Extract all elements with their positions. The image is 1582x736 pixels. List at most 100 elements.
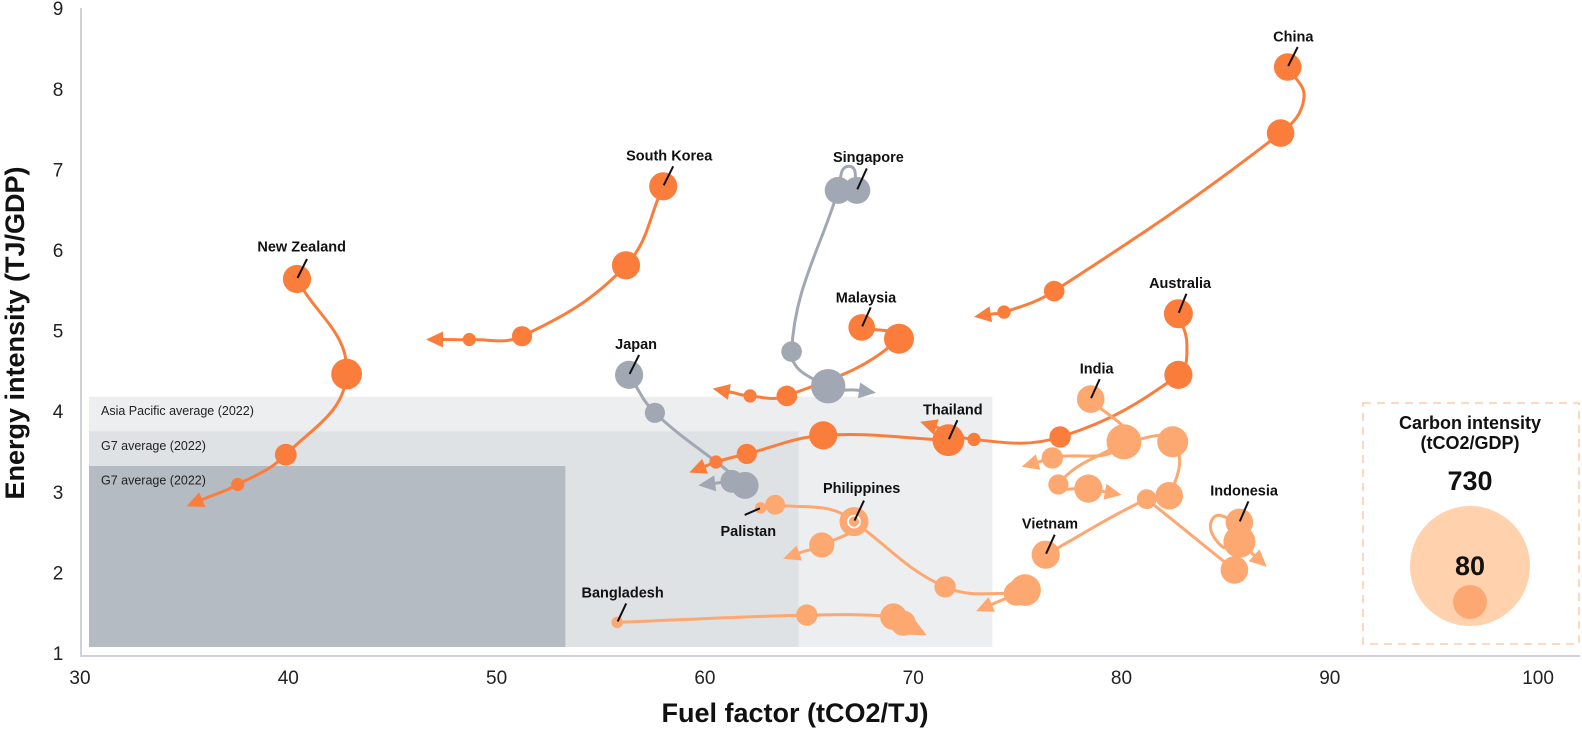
bubble-vietnam-0-2: [1155, 482, 1183, 510]
y-tick-label: 4: [53, 402, 64, 423]
bubble-philippines-0-2: [1003, 581, 1029, 606]
bubble-vietnam-0-1: [1136, 489, 1157, 509]
reference-region-label: G7 average (2022): [101, 439, 206, 453]
leader-line-china: [1287, 46, 1299, 67]
bubble-australia-0-3: [1049, 426, 1071, 448]
bubble-new-zealand-0-2: [274, 443, 297, 466]
leader-line-singapore: [856, 167, 868, 190]
bubble-indonesia-1-0: [1220, 556, 1249, 584]
x-tick-label: 90: [1319, 668, 1340, 689]
reference-region-labels: Asia Pacific average (2022) G7 average (2…: [101, 404, 254, 487]
legend-bubble-large: [1410, 506, 1530, 626]
bubble-china-0-0: [1273, 53, 1302, 81]
x-tick-label: 30: [69, 668, 90, 689]
bubble-indonesia-0-3: [1223, 525, 1256, 558]
country-label-south-korea: South Korea: [626, 148, 713, 164]
bubble-new-zealand-0-1: [331, 358, 362, 390]
arrowhead-palistan: [783, 545, 802, 561]
country-label-china: China: [1273, 29, 1314, 45]
bubble-malaysia-0-2: [776, 385, 798, 407]
arrowhead-india: [1103, 483, 1122, 500]
country-label-japan: Japan: [615, 337, 657, 353]
bubble-south-korea-0-0: [649, 172, 678, 201]
y-tick-label: 7: [53, 160, 64, 181]
bubble-bangladesh-0-0: [611, 616, 623, 629]
bubble-india-0-1: [1106, 424, 1142, 460]
bubble-china-0-4: [997, 305, 1011, 319]
bubble-malaysia-0-3: [743, 389, 757, 403]
bubble-palistan-0-2: [847, 514, 861, 529]
arrowhead-new-zealand: [186, 492, 206, 507]
trajectory-new-zealand: [186, 277, 349, 507]
country-label-indonesia: Indonesia: [1210, 483, 1279, 499]
reference-region-label: Asia Pacific average (2022): [101, 404, 254, 418]
x-tick-label: 70: [903, 668, 924, 689]
x-tick-label: 50: [486, 668, 507, 689]
country-label-malaysia: Malaysia: [836, 291, 897, 307]
leader-line-new-zealand: [296, 258, 308, 279]
country-label-singapore: Singapore: [833, 150, 904, 166]
bubble-thailand-0-3: [709, 455, 723, 469]
leader-line-south-korea: [662, 165, 675, 186]
country-label-india: India: [1080, 361, 1115, 377]
axes: [80, 8, 1580, 657]
country-label-bangladesh: Bangladesh: [582, 585, 664, 601]
arrowhead-thailand: [689, 458, 708, 474]
reference-region-label: G7 average (2022): [101, 474, 206, 488]
trajectory-china: [974, 65, 1306, 323]
bubble-thailand-0-0: [932, 424, 965, 457]
bubble-japan-0-3: [720, 469, 744, 493]
bubble-india-1-1: [1048, 474, 1069, 495]
leader-line-japan: [628, 354, 640, 375]
bubble-singapore-0-3: [781, 341, 802, 362]
leader-line-philippines: [853, 500, 865, 522]
bubble-malaysia-0-1: [884, 323, 914, 354]
bubble-new-zealand-0-0: [282, 264, 312, 294]
arrowhead-singapore: [858, 382, 876, 399]
arrowhead-indonesia: [1248, 549, 1267, 567]
bubble-india-1-2: [1074, 474, 1103, 503]
y-tick-label: 9: [53, 0, 64, 20]
arrowhead-china: [974, 306, 993, 323]
bubble-australia-0-2: [1164, 360, 1193, 389]
bubble-bangladesh-0-3: [890, 610, 916, 636]
leader-line-indonesia: [1238, 501, 1250, 522]
bubble-india-0-2: [1041, 447, 1064, 469]
bubble-thailand-0-1: [809, 421, 838, 450]
legend: Carbon intensity (tCO2/GDP) 730 80: [1362, 402, 1580, 645]
reference-region-g7-average-2022--2: [89, 466, 566, 647]
bubble-china-0-3: [1043, 280, 1065, 302]
bubble-palistan-0-1: [765, 494, 785, 515]
country-label-australia: Australia: [1149, 276, 1212, 292]
arrowhead-japan: [698, 475, 717, 492]
leader-line-malaysia: [861, 306, 872, 327]
leader-line-india: [1090, 378, 1101, 399]
bubble-malaysia-0-0: [848, 314, 875, 341]
leader-line-thailand: [947, 419, 959, 440]
leader-line-australia: [1177, 293, 1188, 314]
bubble-australia-0-0: [1163, 299, 1193, 329]
y-axis-title: Energy intensity (TJ/GDP): [0, 166, 30, 499]
x-tick-label: 60: [694, 668, 715, 689]
bubble-vietnam-0-0: [1031, 540, 1060, 569]
legend-bubble-small: [1453, 585, 1487, 619]
country-label-philippines: Philippines: [823, 481, 900, 497]
legend-size-label-large: 730: [1447, 466, 1492, 496]
legend-title: Carbon intensity: [1399, 413, 1541, 433]
trajectory-line-china: [989, 65, 1306, 316]
bubble-new-zealand-0-3: [231, 477, 245, 492]
bubble-singapore-0-2: [824, 176, 852, 204]
bubble-singapore-0-4: [811, 369, 846, 404]
arrowhead-bangladesh: [908, 620, 927, 636]
bubble-india-0-0: [1076, 385, 1105, 413]
trajectory-malaysia: [712, 325, 903, 400]
bubble-indonesia-0-0: [1225, 508, 1254, 537]
y-tick-label: 6: [53, 241, 64, 262]
y-tick-label: 1: [53, 644, 64, 665]
x-tick-label: 100: [1522, 668, 1554, 689]
bubble-vietnam-0-3: [1157, 426, 1189, 458]
trajectory-line-indonesia: [1145, 497, 1236, 572]
y-tick-label: 3: [53, 483, 64, 504]
arrowhead-australia: [920, 419, 939, 435]
